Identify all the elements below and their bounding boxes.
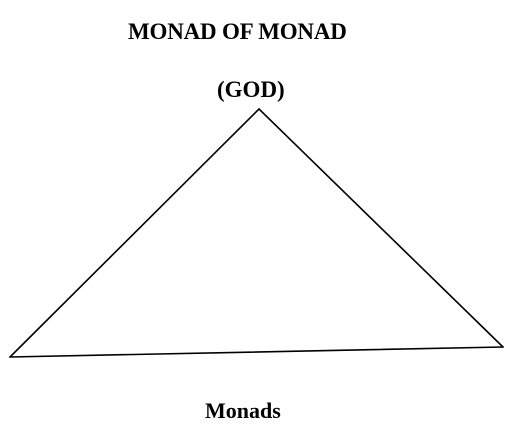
triangle-base-edge	[9, 346, 504, 358]
triangle-left-edge	[9, 108, 260, 358]
diagram-title: MONAD OF MONAD	[128, 19, 347, 44]
apex-label: (GOD)	[217, 77, 285, 102]
triangle-right-edge	[258, 108, 504, 348]
base-label: Monads	[205, 398, 281, 423]
